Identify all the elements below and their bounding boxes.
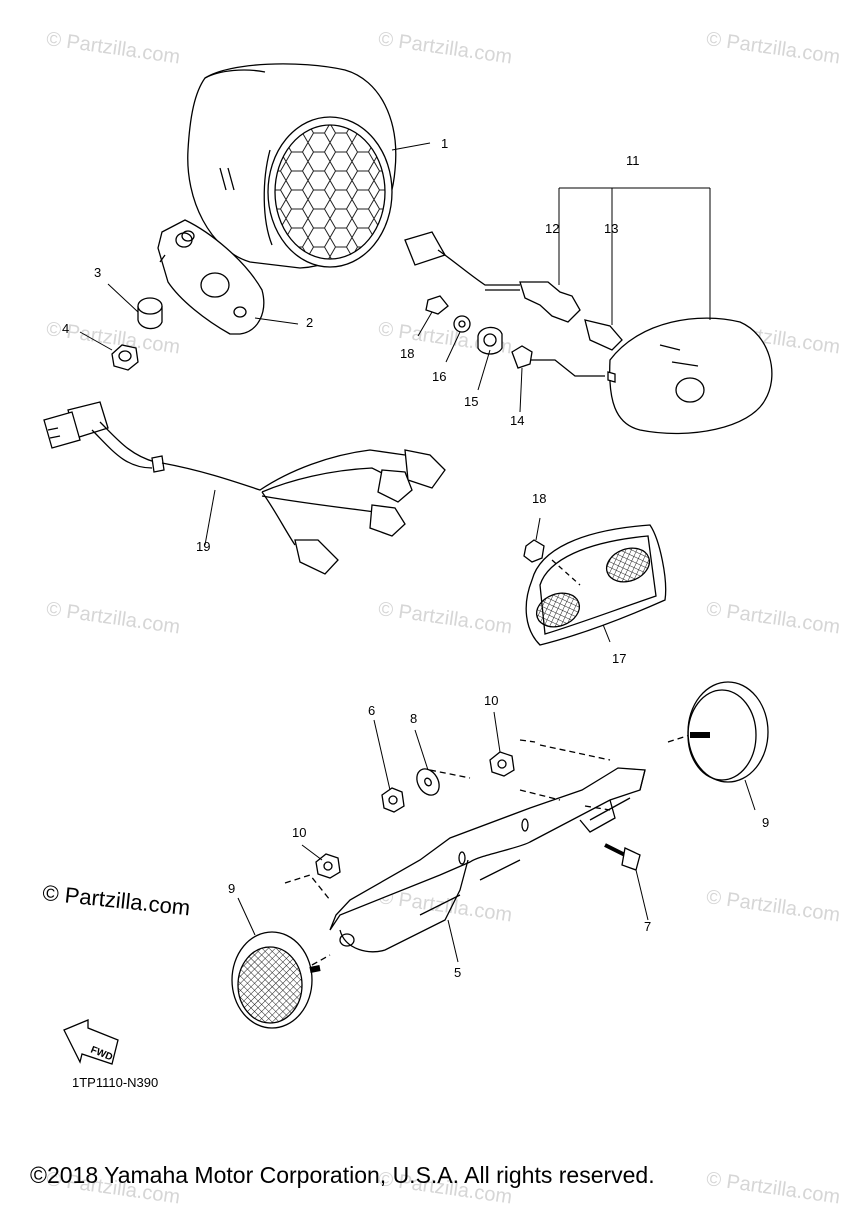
wire-harness xyxy=(43,401,446,575)
reflector-plate xyxy=(523,524,667,646)
callout-18a: 18 xyxy=(400,346,415,361)
callout-13: 13 xyxy=(604,221,619,236)
fwd-arrow-icon xyxy=(63,1019,119,1065)
callout-11: 11 xyxy=(626,153,640,168)
collar xyxy=(137,297,163,330)
callout-9a: 9 xyxy=(762,815,770,830)
callout-15: 15 xyxy=(464,394,479,409)
turn-signal-assembly xyxy=(404,231,773,435)
callout-9b: 9 xyxy=(228,881,236,896)
callout-10a: 10 xyxy=(484,693,499,708)
bolt xyxy=(604,843,641,871)
lamp-housing xyxy=(187,63,397,269)
leader-lines-lower xyxy=(237,711,756,963)
callout-17: 17 xyxy=(612,651,627,666)
lamp-bracket xyxy=(157,219,265,335)
callout-19: 19 xyxy=(196,539,211,554)
callout-7: 7 xyxy=(644,919,652,934)
copyright-notice: ©2018 Yamaha Motor Corporation, U.S.A. A… xyxy=(30,1162,655,1188)
mount-bracket xyxy=(284,734,691,966)
callout-18b: 18 xyxy=(532,491,547,506)
callout-14: 14 xyxy=(510,413,525,428)
hardware xyxy=(315,751,515,879)
callout-2: 2 xyxy=(306,315,314,330)
callout-12: 12 xyxy=(545,221,560,236)
part-code: 1TP1110-N390 xyxy=(72,1075,159,1090)
callout-10b: 10 xyxy=(292,825,307,840)
callout-3: 3 xyxy=(94,265,102,280)
callout-5: 5 xyxy=(454,965,462,980)
callout-1: 1 xyxy=(441,136,449,151)
round-reflector-left xyxy=(231,931,321,1029)
round-reflector-right xyxy=(687,681,769,783)
callout-16: 16 xyxy=(432,369,447,384)
nut-4 xyxy=(111,344,139,371)
callout-8: 8 xyxy=(410,711,418,726)
callout-4: 4 xyxy=(62,321,70,336)
callout-6: 6 xyxy=(368,703,376,718)
